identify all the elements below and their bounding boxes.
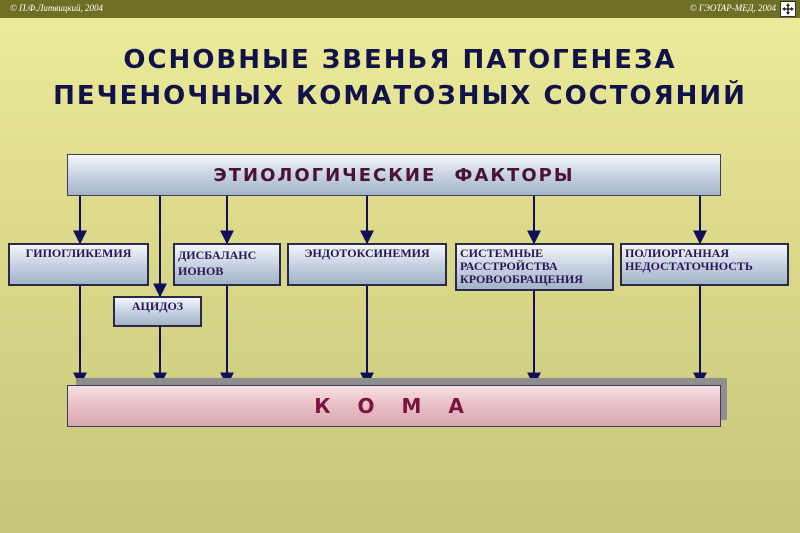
top-bar: © П.Ф.Литвицкий, 2004 © ГЭОТАР-МЕД, 2004 xyxy=(0,0,800,18)
coma-box: К О М А xyxy=(67,385,721,427)
mechanism-label-line-1: ПОЛИОРГАННАЯ xyxy=(625,246,730,260)
mechanism-label-line-1: ДИСБАЛАНС xyxy=(178,248,257,262)
mechanism-label-line-1: СИСТЕМНЫЕ xyxy=(460,246,544,260)
slide-title: ОСНОВНЫЕ ЗВЕНЬЯ ПАТОГЕНЕЗА ПЕЧЕНОЧНЫХ КО… xyxy=(0,42,800,114)
mechanism-hypoglycemia: ГИПОГЛИКЕМИЯ xyxy=(8,243,149,286)
mechanism-label: ЭНДОТОКСИНЕМИЯ xyxy=(304,246,430,260)
mechanism-label: ГИПОГЛИКЕМИЯ xyxy=(25,246,132,260)
mechanism-label-line-3: КРОВООБРАЩЕНИЯ xyxy=(460,272,583,286)
mechanism-endotoxinemia: ЭНДОТОКСИНЕМИЯ xyxy=(287,243,447,286)
mechanism-label-line-2: РАССТРОЙСТВА xyxy=(460,259,558,273)
copyright-publisher: © ГЭОТАР-МЕД, 2004 xyxy=(689,3,776,13)
mechanism-label: АЦИДОЗ xyxy=(131,299,184,313)
mechanism-label-line-2: ИОНОВ xyxy=(178,264,224,278)
mechanism-ion-imbalance: ДИСБАЛАНС ИОНОВ xyxy=(173,243,281,286)
mechanism-label-line-2: НЕДОСТАТОЧНОСТЬ xyxy=(625,259,753,273)
etiology-factors-box: ЭТИОЛОГИЧЕСКИЕ ФАКТОРЫ xyxy=(67,154,721,196)
title-line-1: ОСНОВНЫЕ ЗВЕНЬЯ ПАТОГЕНЕЗА xyxy=(123,45,677,75)
mechanism-circulation: СИСТЕМНЫЕ РАССТРОЙСТВА КРОВООБРАЩЕНИЯ xyxy=(455,243,614,291)
copyright-author: © П.Ф.Литвицкий, 2004 xyxy=(10,3,104,13)
title-line-2: ПЕЧЕНОЧНЫХ КОМАТОЗНЫХ СОСТОЯНИЙ xyxy=(53,81,747,111)
mechanism-acidosis: АЦИДОЗ xyxy=(113,296,202,327)
move-cross-icon[interactable] xyxy=(780,1,796,17)
mechanism-organ-failure: ПОЛИОРГАННАЯ НЕДОСТАТОЧНОСТЬ xyxy=(620,243,789,286)
